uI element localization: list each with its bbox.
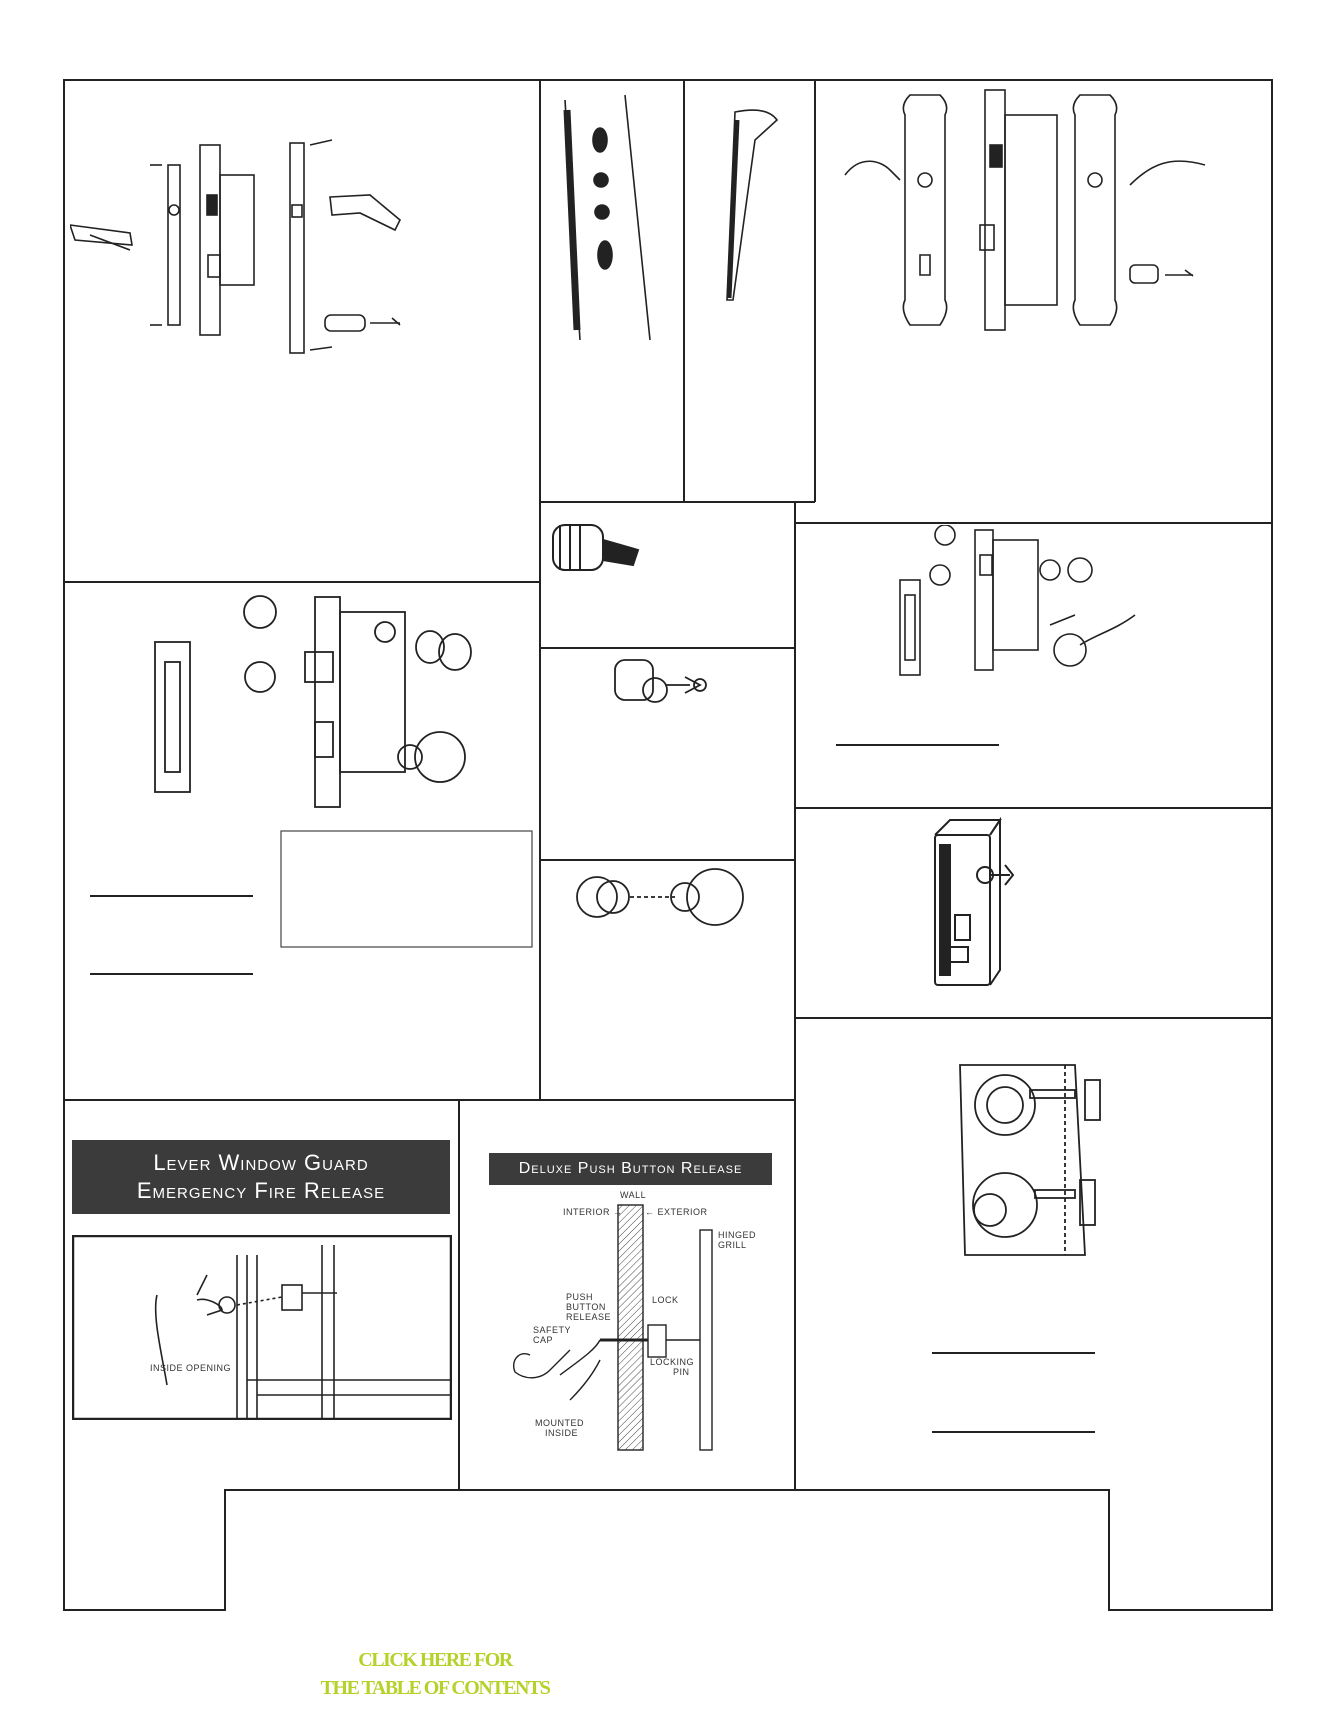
rim-lock-illustration [920,815,1030,995]
rim-cylinder-illustration [610,655,720,715]
push-button-release-label-2: BUTTON [566,1302,606,1312]
banner-line-1: Lever Window Guard [153,1150,369,1175]
safety-cap-label-2: CAP [533,1335,554,1345]
label-rule [90,973,253,975]
label-rule [932,1431,1095,1433]
locking-pin-label-2: PIN [673,1367,690,1377]
inside-opening-label: INSIDE OPENING [150,1363,232,1373]
push-button-release-diagram [500,1200,740,1455]
wall-label: WALL [620,1190,647,1200]
label-rule [90,895,253,897]
mortise-lever-cylinder-illustration [895,525,1145,685]
mortise-lever-lock-illustration [70,135,440,365]
label-rule [932,1352,1095,1354]
interior-label: INTERIOR → [563,1207,623,1217]
mounted-inside-label-1: MOUNTED [535,1418,584,1428]
toc-link-line-1: CLICK HERE FOR [358,1649,513,1671]
lever-window-guard-banner: Lever Window Guard Emergency Fire Releas… [72,1140,450,1214]
toc-link-line-2: THE TABLE OF CONTENTS [320,1677,551,1699]
mortise-knob-lock-illustration [150,592,480,817]
deadbolt-knob-door-illustration [955,1060,1110,1260]
banner-line-2: Emergency Fire Release [136,1178,386,1203]
push-button-release-label-3: RELEASE [566,1312,612,1322]
hinged-grill-label-1: HINGED [718,1230,757,1240]
edge-guard-strip-illustration [705,100,795,320]
decorative-lever-mortise-illustration [830,85,1230,335]
safety-cap-label-1: SAFETY [533,1325,572,1335]
mounted-inside-label-2: INSIDE [545,1428,579,1438]
lock-label: LOCK [652,1295,679,1305]
lever-window-guard-illustration [72,1235,452,1420]
mortise-cylinder-illustration [548,515,648,585]
table-of-contents-link[interactable]: CLICK HERE FOR THE TABLE OF CONTENTS [290,1646,580,1702]
push-button-release-label-1: PUSH [566,1292,594,1302]
locking-pin-label-1: LOCKING [650,1357,695,1367]
hinged-grill-label-2: GRILL [718,1240,747,1250]
knob-set-illustration [575,865,750,930]
faceplate-strip-illustration [555,90,675,350]
label-rule [836,744,999,746]
push-button-release-banner: Deluxe Push Button Release [489,1153,772,1185]
exterior-label: ← EXTERIOR [645,1207,708,1217]
